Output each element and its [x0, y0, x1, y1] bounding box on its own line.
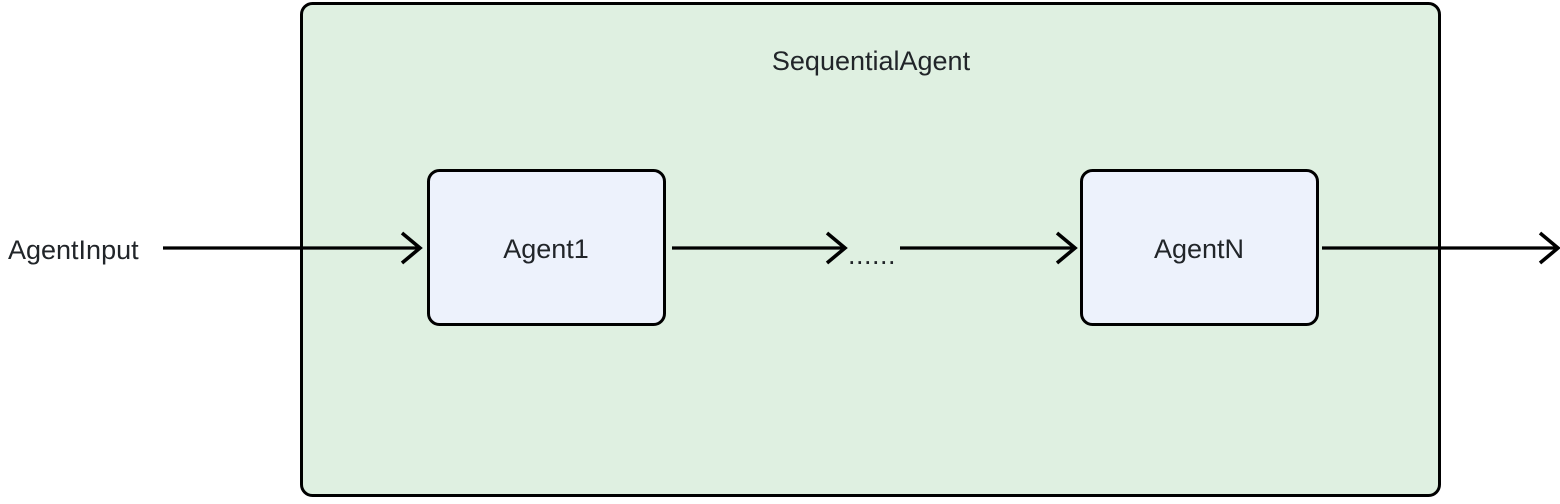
node-agent1[interactable]: Agent1	[427, 169, 666, 326]
sequential-agent-title: SequentialAgent	[772, 46, 971, 76]
edge-input-to-agent1	[163, 231, 423, 265]
agent1-label: Agent1	[503, 234, 589, 264]
edge-ellipsis-to-agentn	[900, 231, 1078, 265]
agent-input-label: AgentInput	[8, 235, 139, 265]
ellipsis-label: ......	[848, 240, 896, 270]
edge-agent1-to-ellipsis	[672, 231, 848, 265]
agentn-box[interactable]	[1080, 169, 1319, 326]
agent1-box[interactable]	[427, 169, 666, 326]
agentn-label: AgentN	[1154, 234, 1244, 264]
edge-agentn-to-output	[1322, 231, 1560, 265]
node-agentn[interactable]: AgentN	[1080, 169, 1319, 326]
